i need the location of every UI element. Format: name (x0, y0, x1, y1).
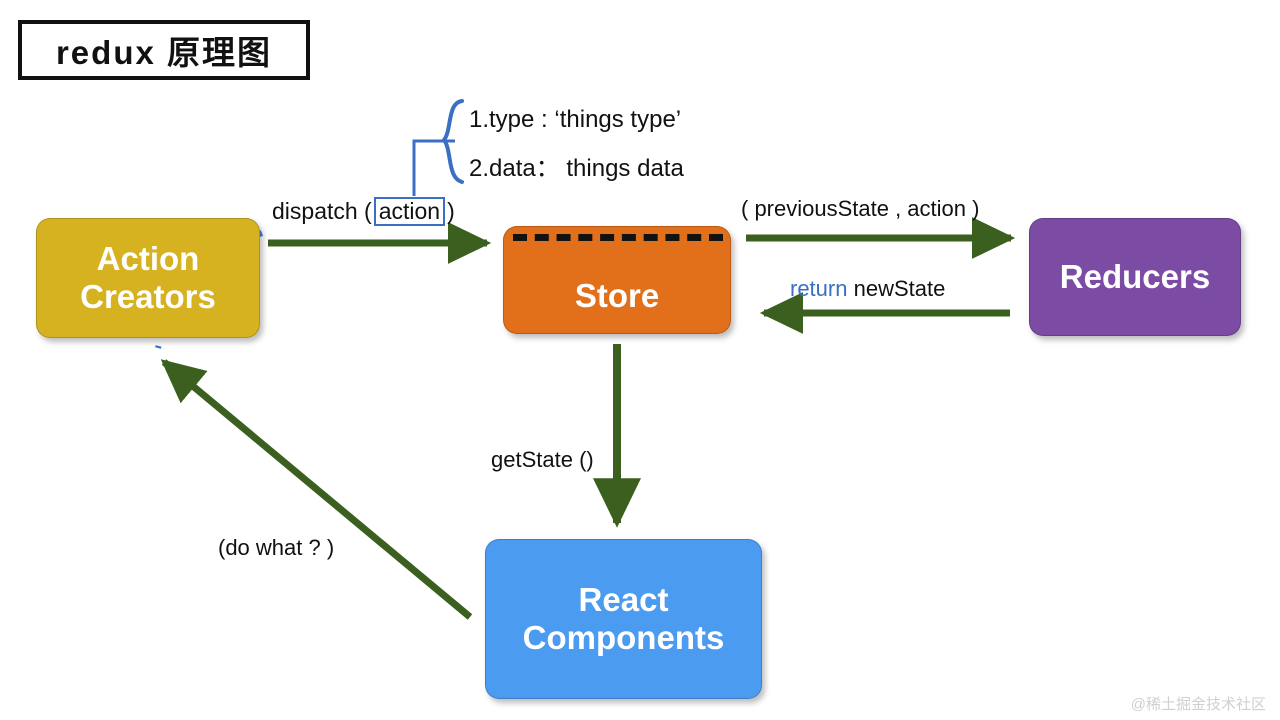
label-get-state: getState () (491, 447, 594, 472)
label-do-what: (do what ? ) (218, 535, 335, 560)
node-action-creators-line1: Action (96, 240, 200, 278)
node-reducers-label: Reducers (1059, 258, 1211, 296)
return-value: newState (853, 276, 946, 301)
callout-data-line: 2.data： things data (469, 155, 684, 182)
label-return-newstate: return newState (790, 276, 945, 302)
node-reducers[interactable]: Reducers (1029, 218, 1241, 336)
diagram-title-box: redux 原理图 (18, 20, 310, 80)
node-store[interactable]: Store (503, 226, 731, 334)
node-store-label: Store (574, 277, 660, 315)
node-react-components-line2: Components (522, 619, 725, 656)
label-previous-state: ( previousState , action ) (741, 196, 980, 221)
label-dispatch-suffix: ) (447, 198, 455, 224)
label-dispatch-prefix: dispatch ( (272, 198, 372, 224)
callout-brace-icon (441, 99, 464, 184)
store-dashed-divider (513, 234, 723, 241)
node-action-creators-line2: Creators (80, 278, 216, 315)
callout-type-line: 1.type : ‘things type’ (469, 106, 682, 133)
label-dispatch: dispatch (action) (272, 197, 455, 227)
callout-connector (412, 139, 455, 196)
node-react-components-line1: React (578, 581, 669, 619)
watermark: @稀土掘金技术社区 (1130, 696, 1266, 713)
node-react-components[interactable]: React Components (485, 539, 762, 699)
node-action-creators[interactable]: Action Creators (36, 218, 260, 338)
page-title: redux 原理图 (55, 34, 273, 71)
arrow-components-to-action-creators (160, 359, 473, 620)
return-keyword: return (790, 276, 848, 301)
action-keyword-box: action (373, 197, 446, 227)
